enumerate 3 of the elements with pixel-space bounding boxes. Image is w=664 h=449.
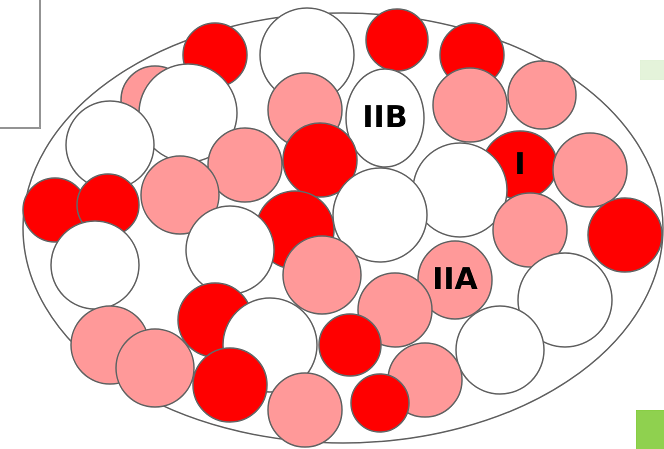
fiber-type-label: IIB xyxy=(362,103,408,133)
fiber-type-label: I xyxy=(514,150,526,180)
fiber-type-label: IIA xyxy=(432,265,478,295)
